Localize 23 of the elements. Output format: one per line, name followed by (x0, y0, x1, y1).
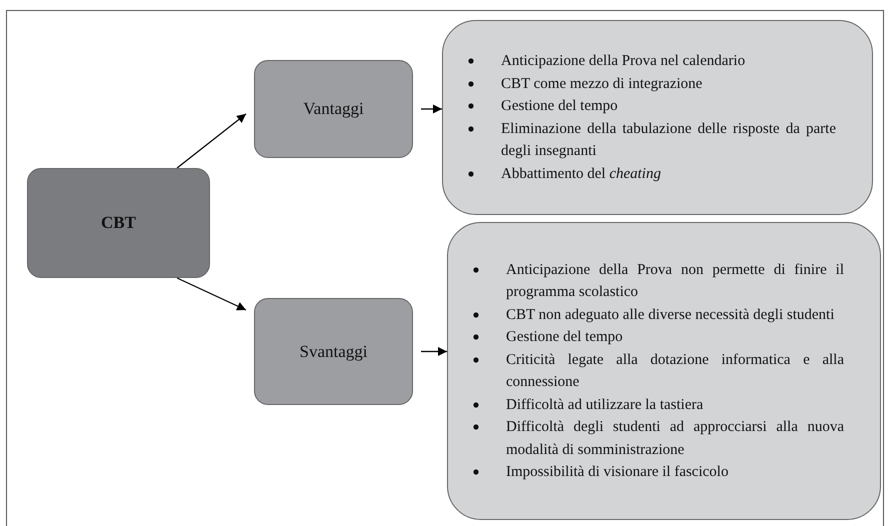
arrow (421, 104, 442, 114)
list-box (447, 222, 881, 520)
box-label: Vantaggi (303, 99, 364, 119)
list-item: Gestione del tempo (501, 97, 619, 116)
arrow (176, 277, 246, 311)
list-item: CBT come mezzo di integrazione (501, 74, 704, 94)
arrow (176, 113, 246, 168)
main-box (27, 168, 210, 278)
list-item: Anticipazione della Prova non permette di finire il programma scolastico (506, 260, 844, 302)
box-label: Svantaggi (300, 342, 368, 362)
category-box (254, 298, 413, 405)
list-item: CBT non adeguato alle diverse necessità degli studenti (506, 306, 836, 324)
list-box (442, 20, 873, 215)
category-box (254, 60, 413, 158)
list-item: Impossibilità di visionare il fascicolo (506, 463, 730, 482)
list-item: Criticità legate alla dotazione informatica e alla connessione (506, 350, 844, 392)
list-item: Gestione del tempo (506, 328, 624, 347)
box-label: CBT (101, 213, 136, 233)
list-item: Anticipazione della Prova nel calendario (501, 52, 746, 71)
list-item: Difficoltà degli studenti ad approcciarsi alla nuova modalità di somministrazione (506, 418, 844, 460)
arrow (421, 347, 447, 356)
list-item: Abbattimento del cheating (501, 164, 662, 184)
list-item: Difficoltà ad utilizzare la tastiera (506, 396, 704, 414)
